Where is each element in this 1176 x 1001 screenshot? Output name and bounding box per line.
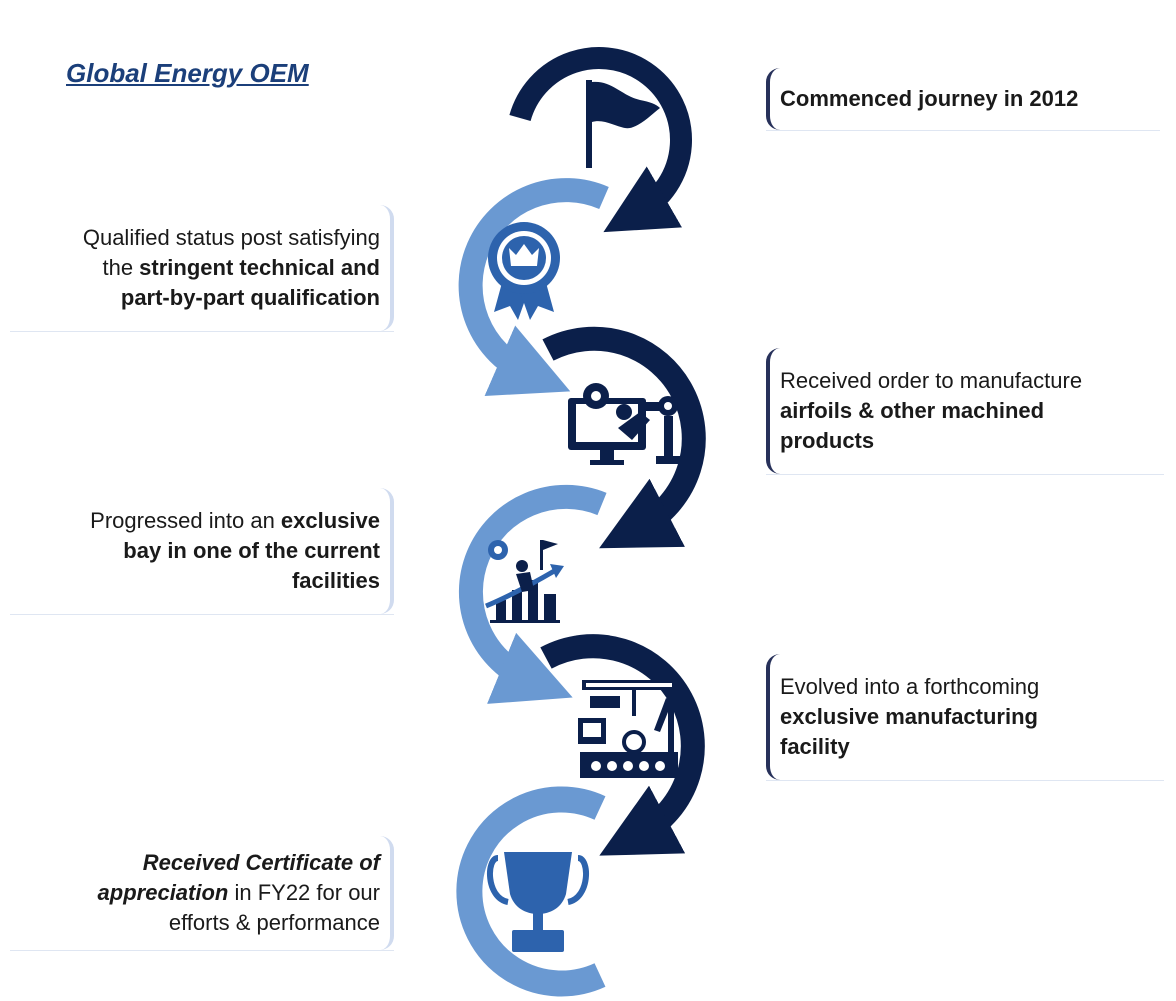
milestone-line: facilities (10, 566, 380, 596)
trophy-icon (486, 852, 590, 952)
milestone-text: Qualified status post satisfying (82, 225, 380, 250)
milestone-card-1: Commenced journey in 2012 (766, 68, 1160, 131)
milestone-line: products (780, 426, 1164, 456)
milestone-text: Received order to manufacture (780, 368, 1083, 393)
milestone-text: Received Certificate of (142, 850, 380, 875)
milestone-line: Qualified status post satisfying (10, 223, 380, 253)
milestone-line: the stringent technical and (10, 253, 380, 283)
award-badge-icon (488, 222, 560, 320)
milestone-line: bay in one of the current (10, 536, 380, 566)
milestone-text: exclusive (280, 508, 380, 533)
milestone-line: Received order to manufacture (780, 366, 1164, 396)
milestone-card-5: Evolved into a forthcoming exclusive manu… (766, 654, 1164, 781)
growth-chart-icon (485, 540, 564, 623)
ring-5-arc (540, 634, 705, 856)
milestone-text: airfoils & other machined (780, 398, 1045, 423)
milestone-text: stringent technical and (139, 255, 380, 280)
milestone-line: part-by-part qualification (10, 283, 380, 313)
milestone-text: Progressed into an (90, 508, 281, 533)
milestone-text: Evolved into a forthcoming (780, 674, 1040, 699)
milestone-card-6: Received Certificate of appreciation in F… (10, 836, 394, 951)
ring-4-arc (458, 484, 607, 704)
factory-assembly-line-icon (578, 680, 678, 778)
flag-icon (586, 80, 660, 168)
milestone-text: bay in one of the current (123, 538, 380, 563)
milestone-line: exclusive manufacturing (780, 702, 1164, 732)
milestone-card-2: Qualified status post satisfying the stri… (10, 205, 394, 332)
milestone-line: facility (780, 732, 1164, 762)
milestone-line: Evolved into a forthcoming (780, 672, 1164, 702)
milestone-text: the (102, 255, 140, 280)
milestone-text: products (780, 428, 875, 453)
milestone-text: exclusive manufacturing (780, 704, 1038, 729)
milestone-text: facility (780, 734, 850, 759)
ring-6-arc (456, 786, 606, 997)
milestone-line: Commenced journey in 2012 (780, 84, 1160, 114)
milestone-line: Progressed into an exclusive (10, 506, 380, 536)
page-title: Global Energy OEM (66, 58, 309, 88)
ring-2-arc (458, 178, 609, 396)
milestone-text: facilities (291, 568, 380, 593)
milestone-line: appreciation in FY22 for our (10, 878, 380, 908)
milestone-line: airfoils & other machined (780, 396, 1164, 426)
robotic-arm-computer-icon (568, 383, 680, 465)
ring-1-arc (509, 47, 692, 233)
milestone-text: in FY22 for our (228, 880, 380, 905)
milestone-text: part-by-part qualification (120, 285, 380, 310)
milestone-card-3: Received order to manufacture airfoils & … (766, 348, 1164, 475)
milestone-line: Received Certificate of (10, 848, 380, 878)
ring-3-arc (542, 326, 706, 549)
milestone-text: appreciation (97, 880, 229, 905)
milestone-text: Commenced journey in 2012 (780, 86, 1079, 111)
milestone-line: efforts & performance (10, 908, 380, 938)
milestone-text: efforts & performance (168, 910, 380, 935)
